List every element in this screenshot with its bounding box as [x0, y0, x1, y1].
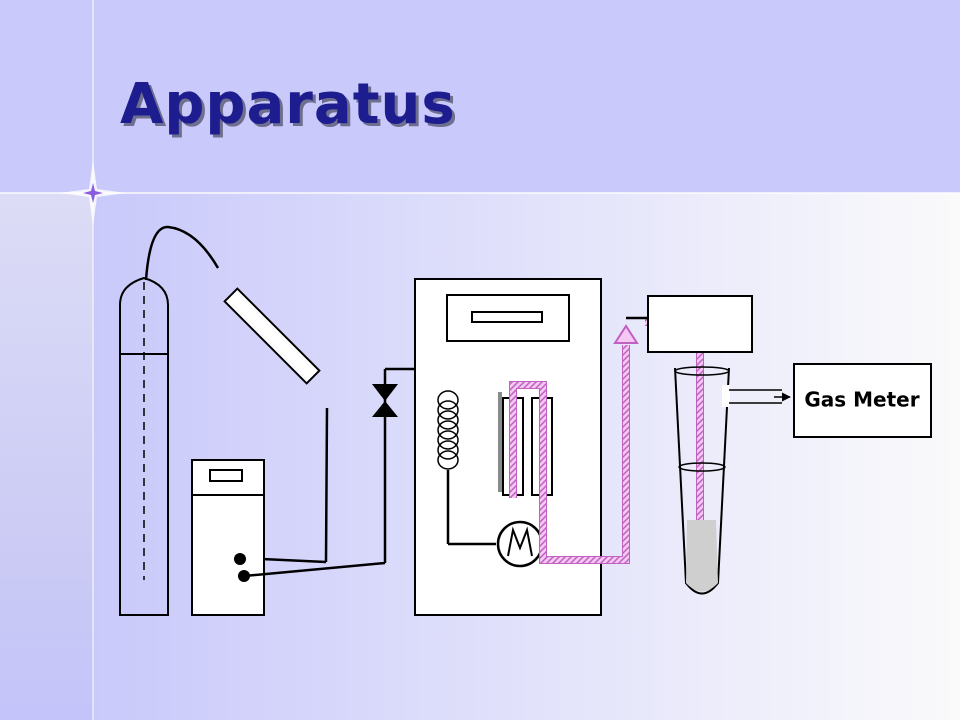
control-box [191, 459, 265, 616]
gas-meter: Gas Meter [793, 363, 932, 438]
collection-vessel [647, 295, 791, 595]
valve-icon [372, 384, 398, 417]
gas-meter-label: Gas Meter [804, 388, 919, 412]
slanted-tube [223, 287, 321, 385]
gas-cylinder [119, 276, 169, 616]
terminal-1 [234, 553, 246, 565]
pump-icon [496, 520, 544, 568]
page-title: Apparatus [120, 72, 456, 137]
sparkle-ornament [60, 160, 126, 226]
heating-coil [437, 390, 496, 546]
gas-hose [144, 225, 220, 281]
